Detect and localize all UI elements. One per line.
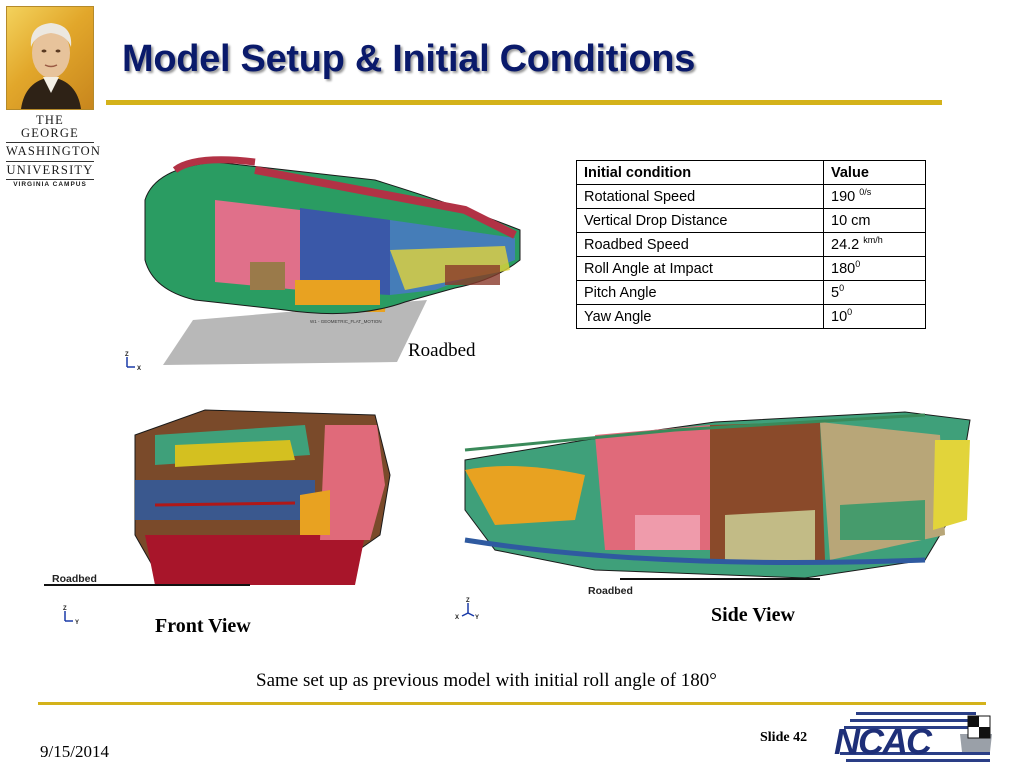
university-line-2: WASHINGTON [6, 142, 102, 158]
side-roadbed-line [620, 578, 820, 580]
front-view-figure [115, 395, 395, 600]
slide-number: Slide 42 [760, 730, 808, 745]
side-roadbed-label: Roadbed [588, 585, 633, 597]
table-cell: Pitch Angle [576, 280, 824, 305]
table-cell: 100 [823, 304, 926, 329]
ncac-logo: NCAC [832, 708, 996, 766]
front-axis-triad-icon: Z Y [60, 604, 84, 631]
front-axis-up-label: Z [63, 606, 67, 612]
university-logo: THE GEORGE WASHINGTON UNIVERSITY VIRGINI… [6, 6, 102, 188]
initial-conditions-table: Initial condition Value Rotational Speed… [576, 160, 926, 329]
table-cell: 50 [823, 280, 926, 305]
unit-superscript: 0 [855, 258, 861, 269]
side-view-label: Side View [711, 604, 795, 626]
university-line-1: THE GEORGE [21, 113, 79, 140]
roadbed-plane [163, 300, 427, 365]
table-header-row: Initial condition Value [576, 160, 926, 185]
table-row: Rotational Speed 190 0/s [576, 184, 926, 209]
iso-axis-triad-icon: Z X [122, 350, 146, 377]
university-line-3: UNIVERSITY [6, 160, 94, 177]
iso-roadbed-label: Roadbed [408, 340, 476, 361]
side-axis-right-label: Y [475, 615, 479, 621]
table-header: Initial condition [576, 160, 824, 185]
table-cell: Rotational Speed [576, 184, 824, 209]
university-line-4: VIRGINIA CAMPUS [6, 179, 94, 189]
side-view-figure [455, 400, 980, 590]
unit-superscript: 0 [839, 282, 845, 293]
washington-portrait [6, 6, 94, 110]
footer-divider [38, 702, 986, 705]
slide-title: Model Setup & Initial Conditions [122, 38, 696, 80]
table-header: Value [823, 160, 926, 185]
table-cell: 24.2 km/h [823, 232, 926, 257]
table-row: Vertical Drop Distance 10 cm [576, 208, 926, 233]
table-cell: Roadbed Speed [576, 232, 824, 257]
table-cell: Roll Angle at Impact [576, 256, 824, 281]
front-roadbed-label: Roadbed [52, 573, 97, 585]
iso-axis-right-label: X [137, 366, 141, 372]
table-cell: Vertical Drop Distance [576, 208, 824, 233]
iso-view-figure: W1 - GEOMETRIC_FLAT_MOTION [135, 150, 535, 370]
iso-axis-up-label: Z [125, 352, 129, 358]
slide-caption: Same set up as previous model with initi… [256, 670, 717, 691]
table-cell: 1800 [823, 256, 926, 281]
side-axis-left-label: X [455, 615, 459, 621]
front-view-label: Front View [155, 615, 251, 637]
unit-superscript: km/h [863, 234, 883, 245]
front-axis-right-label: Y [75, 620, 79, 626]
table-row: Roadbed Speed 24.2 km/h [576, 232, 926, 257]
table-cell: 190 0/s [823, 184, 926, 209]
title-divider [106, 100, 942, 105]
unit-superscript: 0/s [859, 186, 872, 197]
front-roadbed-line [44, 584, 250, 586]
table-row: Pitch Angle 50 [576, 280, 926, 305]
table-cell: 10 cm [823, 208, 926, 233]
slide-date: 9/15/2014 [40, 742, 109, 761]
table-row: Roll Angle at Impact 1800 [576, 256, 926, 281]
unit-superscript: 0 [847, 306, 853, 317]
table-row: Yaw Angle 100 [576, 304, 926, 329]
table-cell: Yaw Angle [576, 304, 824, 329]
side-axis-up-label: Z [466, 598, 470, 604]
roadbed-plane-label: W1 - GEOMETRIC_FLAT_MOTION [310, 319, 382, 324]
side-axis-triad-icon: Z X Y [454, 597, 482, 626]
ncac-logo-text: NCAC [834, 721, 932, 762]
